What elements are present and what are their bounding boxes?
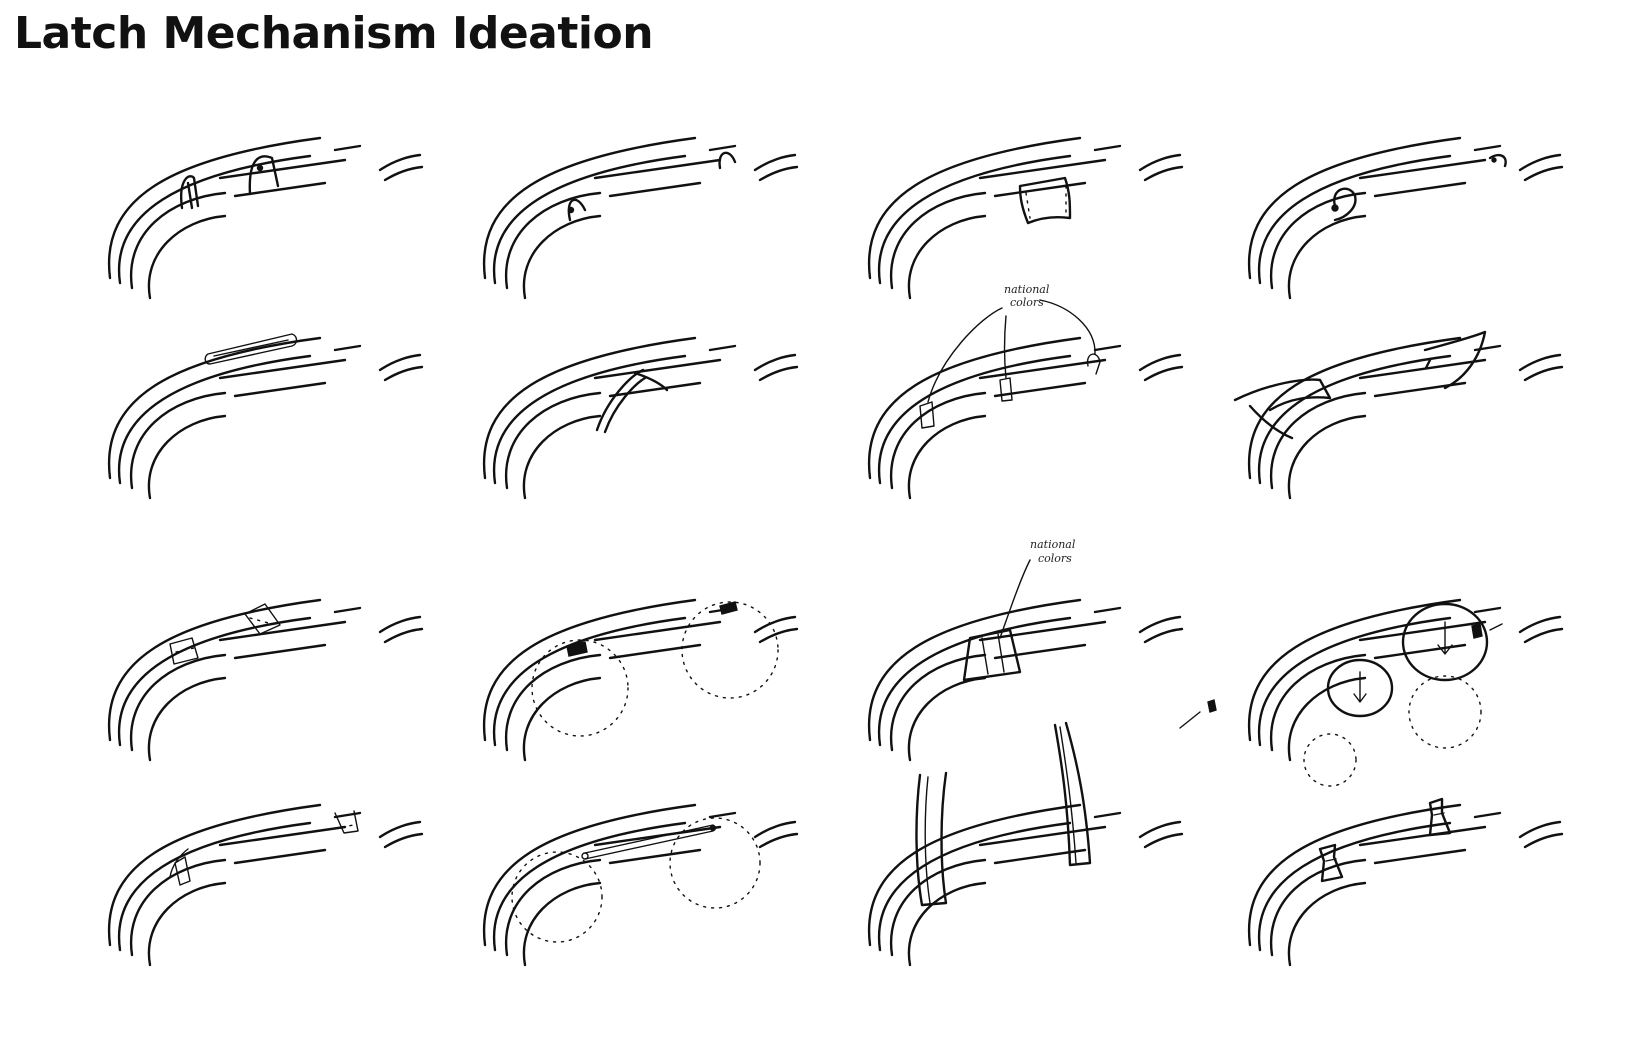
sketch-05 <box>107 333 424 500</box>
sketch-08 <box>1233 330 1564 500</box>
page-title: Latch Mechanism Ideation <box>14 8 654 59</box>
sketch-01 <box>107 136 424 300</box>
sketch-12 <box>1179 598 1564 787</box>
annotation-national-colors-2-line2: colors <box>1038 552 1072 565</box>
sketch-07: national colors <box>867 283 1184 500</box>
sketch-11: national colors <box>867 538 1184 762</box>
sketch-09 <box>107 598 424 762</box>
sketch-03 <box>867 136 1184 300</box>
sketch-06 <box>482 336 799 500</box>
sketch-10 <box>482 598 799 762</box>
sketch-16 <box>1247 797 1564 967</box>
sketch-14 <box>482 803 799 967</box>
sketch-13 <box>107 803 424 967</box>
annotation-national-colors-2: national <box>1030 538 1076 551</box>
annotation-national-colors: national <box>1004 283 1050 296</box>
sketch-15 <box>867 721 1184 967</box>
sketch-04 <box>1247 136 1564 300</box>
sketch-02 <box>482 136 799 300</box>
annotation-national-colors-line2: colors <box>1010 296 1044 309</box>
